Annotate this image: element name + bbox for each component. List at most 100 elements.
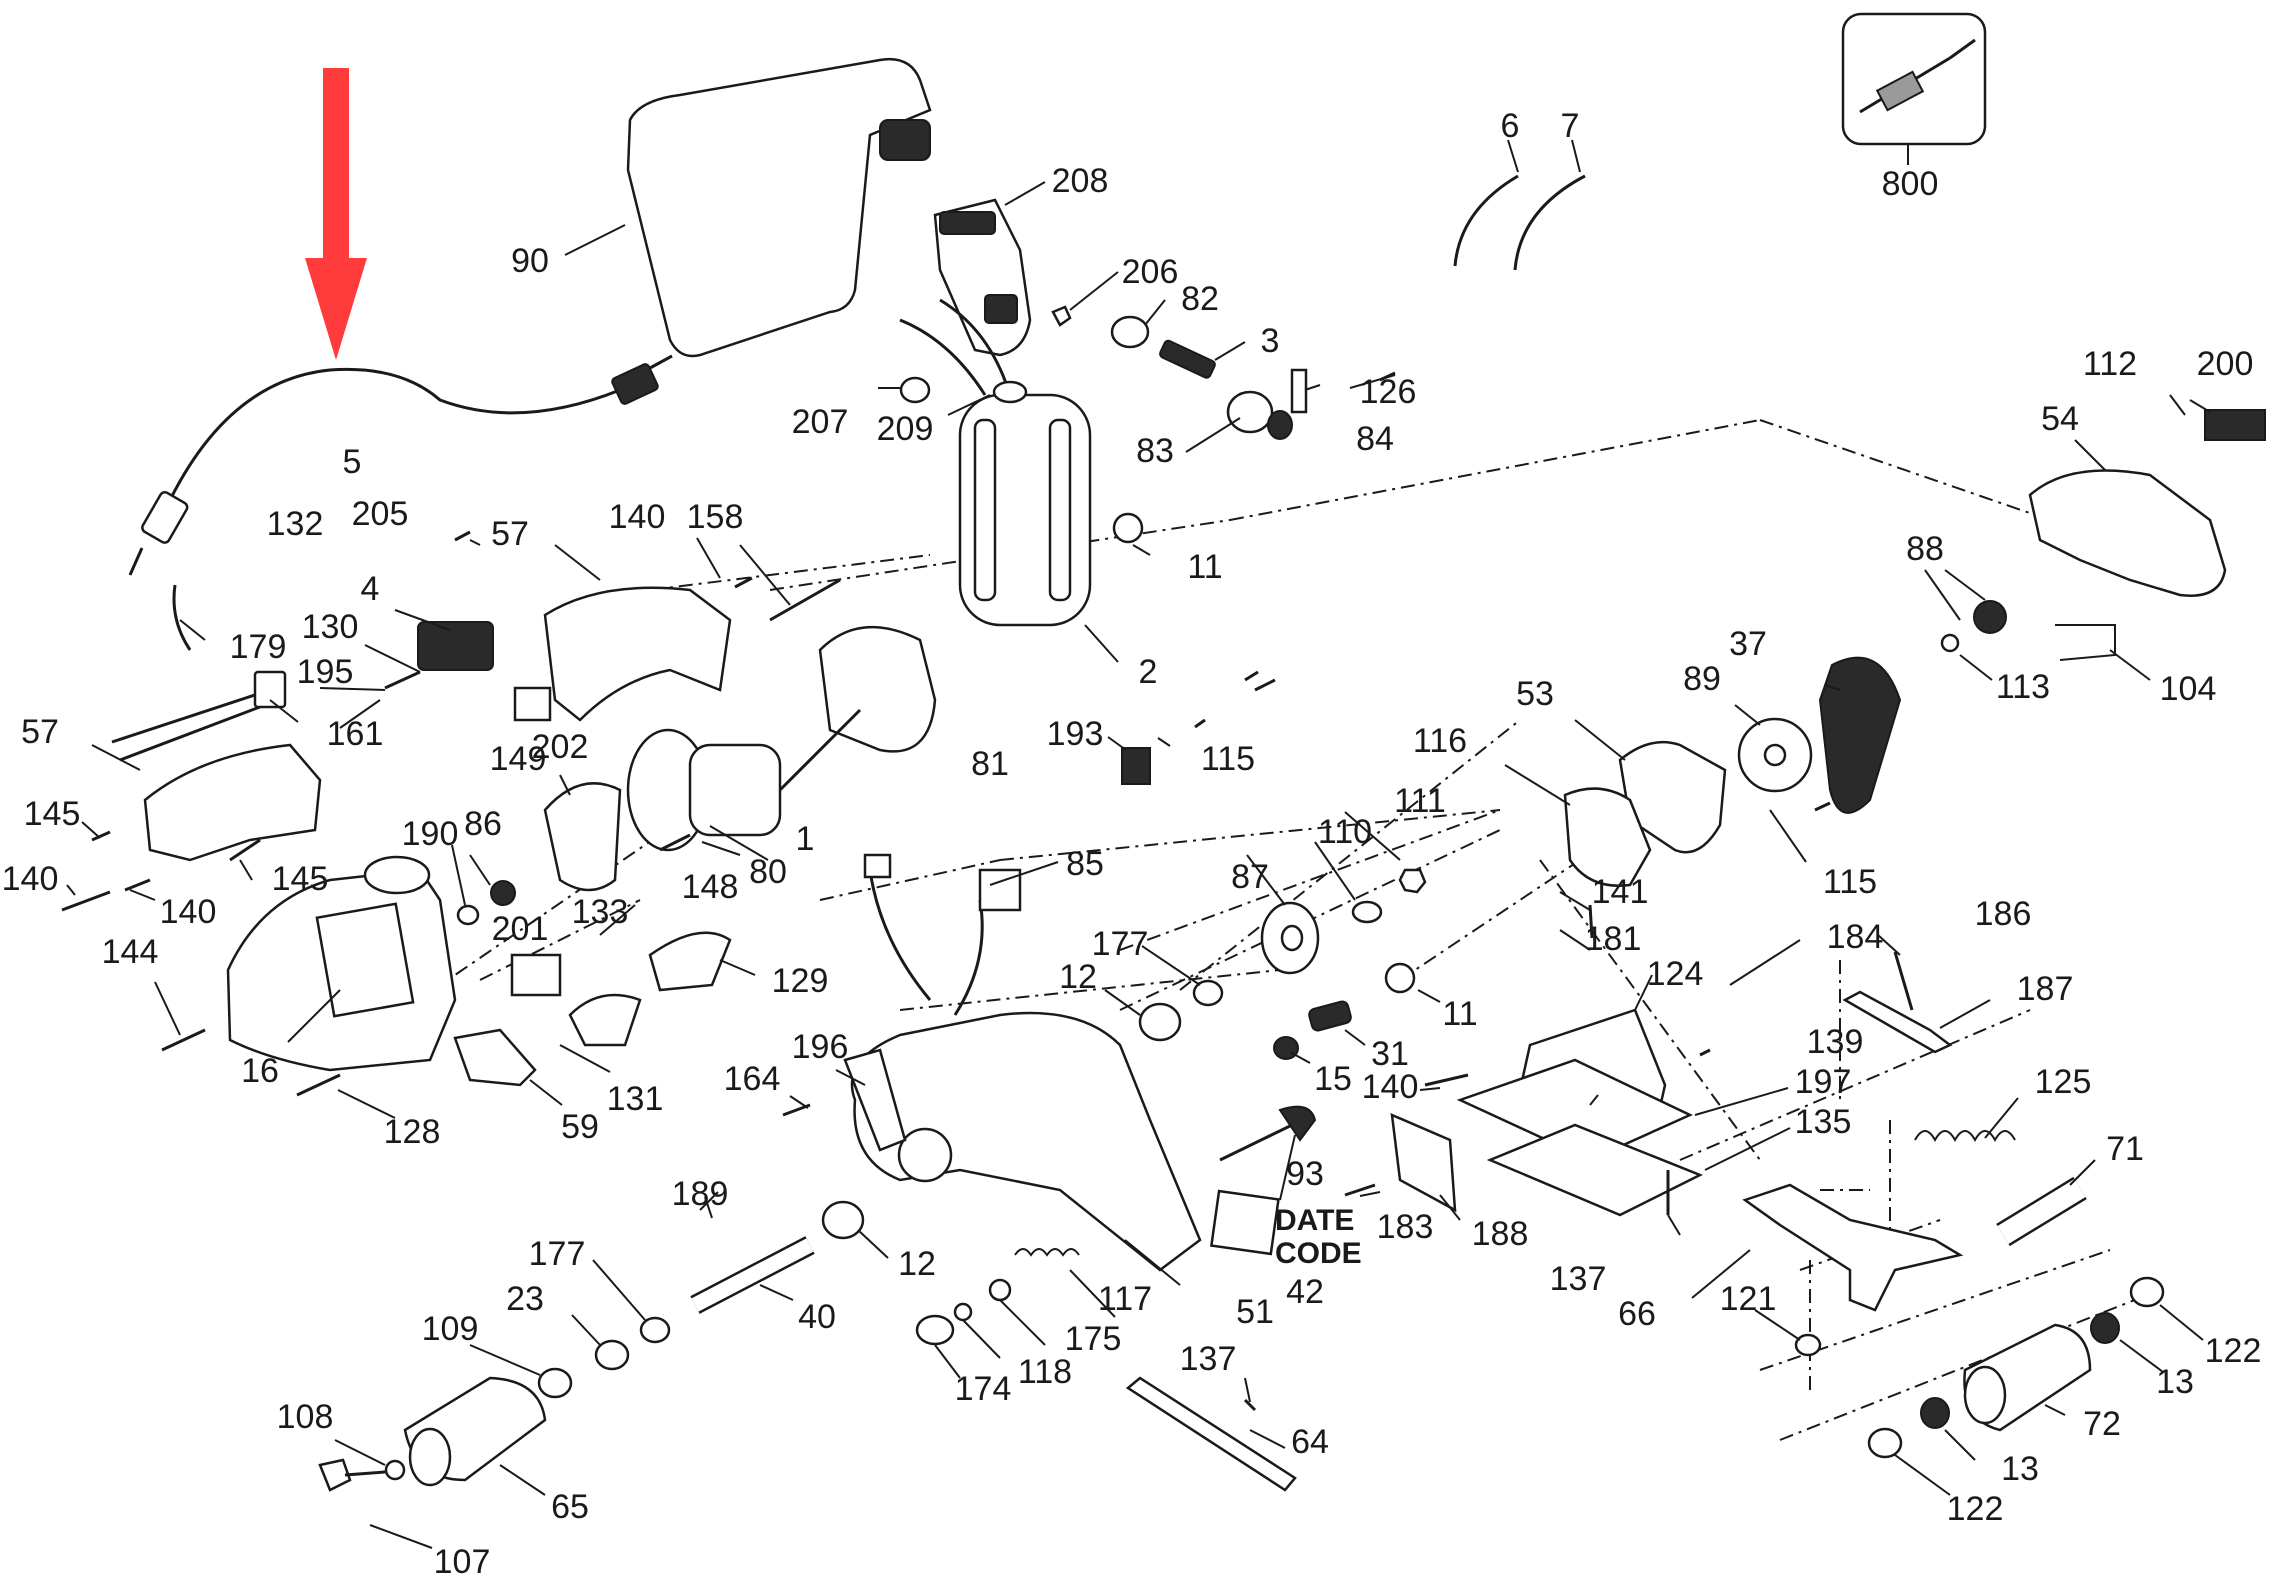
label-125: 125 (2035, 1063, 2092, 1101)
part-113-washer (1940, 633, 1960, 653)
label-7: 7 (1561, 107, 1580, 145)
part-66-lever (1742, 1183, 1964, 1312)
label-12-top: 12 (1059, 958, 1097, 996)
part-131-bracket (568, 993, 642, 1047)
red-indicator-arrow (305, 68, 367, 360)
part-200-label (2204, 409, 2266, 441)
label-145-left: 145 (24, 795, 81, 833)
label-86: 86 (464, 805, 502, 843)
label-23: 23 (506, 1280, 544, 1318)
label-date-code-line2: CODE (1275, 1237, 1362, 1270)
part-161-switch-leads (111, 670, 287, 762)
label-128: 128 (384, 1113, 441, 1151)
label-72: 72 (2083, 1405, 2121, 1443)
label-64: 64 (1291, 1423, 1329, 1461)
part-206-nut (1051, 305, 1072, 327)
label-139: 139 (1807, 1023, 1864, 1061)
part-93-knob (1219, 1105, 1317, 1162)
part-110-washer (1351, 900, 1383, 924)
part-196-side-plate (843, 1048, 907, 1152)
label-183: 183 (1377, 1208, 1434, 1246)
part-207-cap (899, 376, 931, 404)
part-108-washer (384, 1459, 406, 1481)
part-31-pinion (1308, 1000, 1352, 1032)
part-209-oring (992, 380, 1028, 404)
part-2-stator (899, 298, 1092, 627)
part-64-rail (1125, 1376, 1297, 1492)
part-86-bearing (490, 880, 516, 906)
leader-lines (66, 139, 2211, 1549)
label-109: 109 (422, 1310, 479, 1348)
label-195: 195 (297, 653, 354, 691)
label-149: 149 (490, 740, 547, 778)
part-13-bearing-top (2090, 1312, 2120, 1344)
label-201: 201 (492, 910, 549, 948)
label-42: 42 (1286, 1273, 1324, 1311)
label-144: 144 (102, 933, 159, 971)
label-31: 31 (1371, 1035, 1409, 1073)
part-201-label (510, 953, 562, 997)
label-88: 88 (1906, 530, 1944, 568)
part-16-left-housing (226, 855, 457, 1072)
part-208-dust-port (933, 198, 1032, 357)
label-57-left: 57 (21, 713, 59, 751)
label-107: 107 (434, 1543, 491, 1581)
part-116-gasket (1563, 787, 1652, 887)
part-85-wire-harness (863, 853, 1022, 1016)
label-110: 110 (1318, 813, 1372, 851)
label-113: 113 (1996, 668, 2050, 706)
label-5: 5 (343, 443, 362, 481)
label-206: 206 (1122, 253, 1179, 291)
label-2: 2 (1139, 653, 1158, 691)
part-11-bearing-top (1112, 512, 1144, 544)
part-186-spring (1893, 951, 1914, 1011)
part-129-lock (648, 931, 732, 992)
label-80: 80 (749, 853, 787, 891)
label-117: 117 (1098, 1280, 1152, 1318)
assembly-axis-lines (359, 419, 2161, 1441)
part-177-washer-top (1192, 979, 1224, 1007)
part-23-washer (594, 1339, 630, 1371)
label-193: 193 (1047, 715, 1104, 753)
part-117-spring (1014, 1248, 1080, 1257)
part-190-washer (456, 904, 480, 926)
label-164: 164 (724, 1060, 781, 1098)
label-111: 111 (1394, 782, 1446, 820)
label-179: 179 (230, 628, 287, 666)
part-42-label (1209, 1189, 1280, 1256)
part-83-brush-holder (1226, 390, 1293, 440)
part-13-bearing-bottom (1920, 1397, 1950, 1429)
label-12-bottom: 12 (898, 1245, 936, 1283)
part-57-handle-left (143, 743, 322, 862)
part-121-clip (1794, 1333, 1822, 1357)
label-16: 16 (241, 1052, 279, 1090)
label-209: 209 (877, 410, 934, 448)
label-date-code-line1: DATE (1275, 1204, 1354, 1237)
label-177-top: 177 (1092, 925, 1149, 963)
label-129: 129 (772, 962, 829, 1000)
label-140-mid: 140 (160, 893, 217, 931)
label-115-top: 115 (1201, 740, 1255, 778)
label-13-top: 13 (2156, 1363, 2194, 1401)
part-88-pulley (1973, 600, 2007, 634)
label-121: 121 (1720, 1280, 1777, 1318)
part-12-bearing-top (1138, 1002, 1182, 1042)
label-174: 174 (955, 1370, 1012, 1408)
part-12-bearing-bottom (821, 1200, 865, 1240)
label-141: 141 (1592, 873, 1649, 911)
label-122-top: 122 (2205, 1332, 2262, 1370)
label-196: 196 (792, 1028, 849, 1066)
part-800-cord-kit (1841, 12, 1987, 146)
part-82-bearing (1110, 315, 1150, 349)
part-3-brush (1159, 339, 1216, 379)
label-130: 130 (302, 608, 359, 646)
part-177-washer-bottom (639, 1316, 671, 1344)
label-11-top: 11 (1187, 548, 1222, 586)
part-149-insulator (543, 782, 622, 892)
label-140-left: 140 (2, 860, 59, 898)
label-83: 83 (1136, 432, 1174, 470)
part-87-gear (1260, 901, 1320, 975)
label-71: 71 (2106, 1130, 2144, 1168)
part-11-bearing-bottom (1384, 962, 1416, 994)
